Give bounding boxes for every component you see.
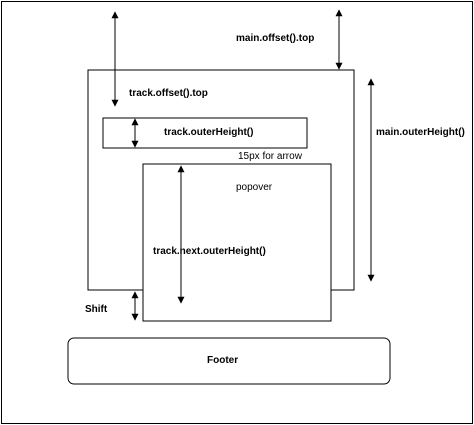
track-outer-height-label: track.outerHeight(): [164, 127, 254, 138]
footer-label: Footer: [207, 355, 239, 366]
arrow-note-label: 15px for arrow: [238, 151, 302, 162]
track-next-outer-height-label: track.next.outerHeight(): [153, 246, 266, 257]
footer-box: [67, 337, 391, 385]
shift-label: Shift: [85, 304, 108, 315]
popover-box: [142, 163, 332, 322]
popover-label: popover: [236, 182, 273, 193]
main-outer-height-label: main.outerHeight(): [376, 127, 465, 138]
main-offset-top-label: main.offset().top: [236, 33, 315, 44]
track-offset-top-label: track.offset().top: [129, 88, 208, 99]
